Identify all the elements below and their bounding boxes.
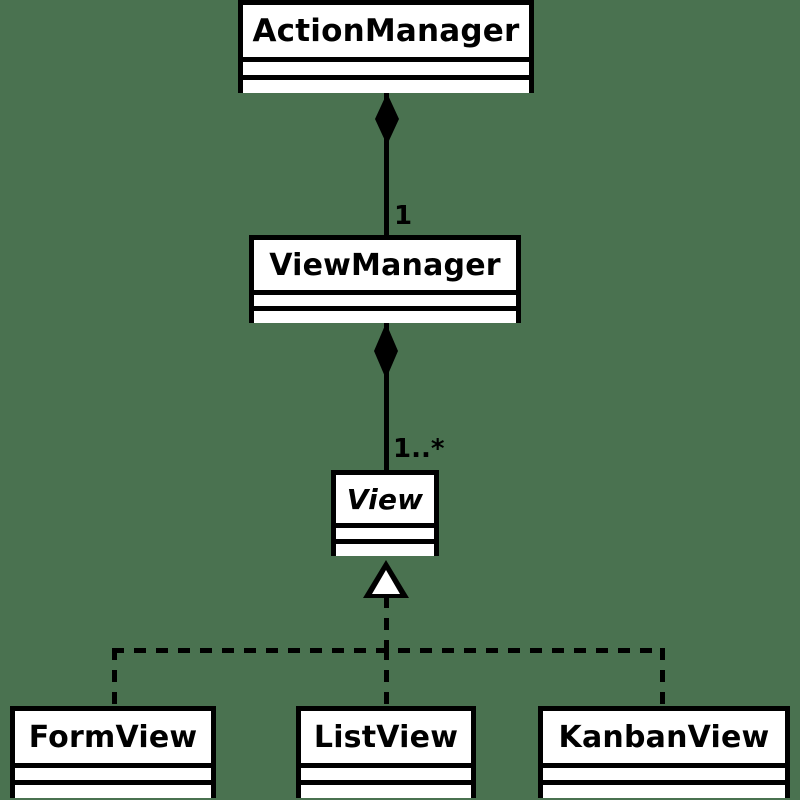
class-attributes-view-manager	[254, 290, 516, 306]
class-attributes-action-manager	[243, 57, 529, 75]
class-name-view-manager: ViewManager	[269, 247, 501, 283]
class-box-list-view[interactable]: ListView	[296, 706, 476, 798]
class-name-kanban-view: KanbanView	[558, 719, 770, 755]
class-name-list-view: ListView	[313, 719, 459, 755]
class-operations-action-manager	[243, 75, 529, 93]
class-name-form-view: FormView	[28, 719, 198, 755]
class-attributes-list-view	[301, 763, 471, 780]
class-attributes-form-view	[15, 763, 211, 780]
generalization-leg-form-view	[112, 648, 117, 708]
composition-diamond-viewmanager	[374, 323, 398, 379]
class-box-kanban-view[interactable]: KanbanView	[538, 706, 790, 798]
generalization-leg-kanban-view	[660, 648, 665, 708]
class-name-view: View	[346, 482, 424, 516]
class-box-view[interactable]: View	[331, 470, 439, 556]
class-box-view-manager[interactable]: ViewManager	[249, 235, 521, 323]
composition-diamond-actionmanager	[375, 93, 399, 145]
composition-line-actionmanager-viewmanager	[384, 93, 389, 235]
class-operations-list-view	[301, 780, 471, 798]
class-attributes-view	[336, 523, 434, 539]
class-box-form-view[interactable]: FormView	[10, 706, 216, 798]
class-name-action-manager: ActionManager	[252, 13, 520, 49]
generalization-leg-list-view	[384, 648, 389, 708]
multiplicity-label-viewmanager-view: 1..*	[393, 434, 445, 464]
generalization-triangle-view	[363, 560, 409, 598]
class-operations-view-manager	[254, 306, 516, 323]
class-box-action-manager[interactable]: ActionManager	[238, 0, 534, 93]
multiplicity-label-actionmanager-viewmanager: 1	[394, 201, 413, 231]
class-operations-view	[336, 539, 434, 556]
composition-line-viewmanager-view	[384, 323, 389, 471]
generalization-stem-view	[384, 596, 389, 652]
class-attributes-kanban-view	[543, 763, 785, 780]
class-operations-kanban-view	[543, 780, 785, 798]
class-operations-form-view	[15, 780, 211, 798]
